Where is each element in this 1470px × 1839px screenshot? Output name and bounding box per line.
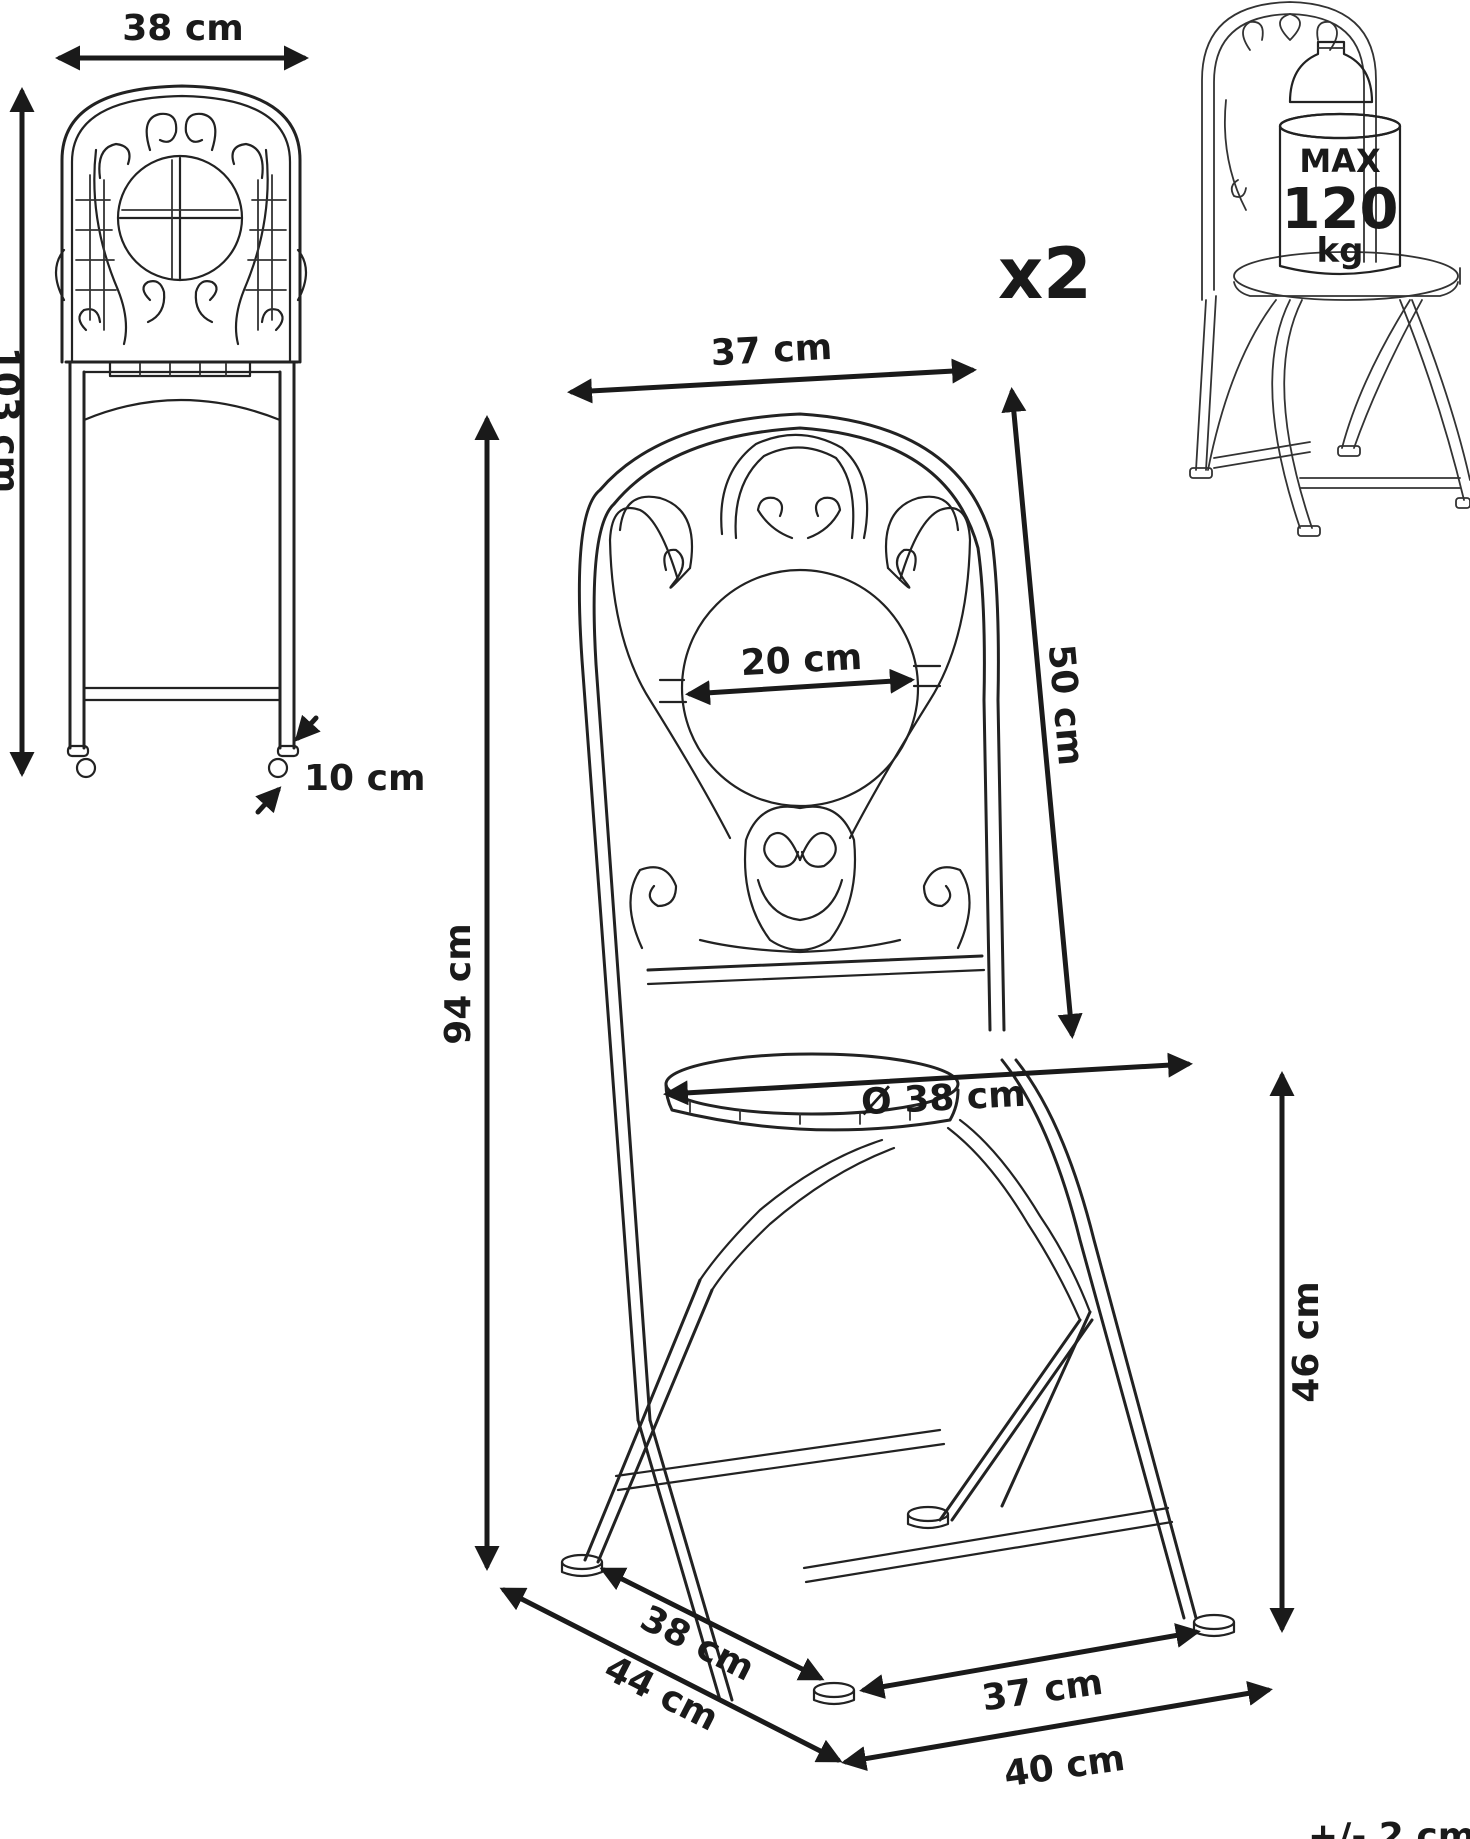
folded-chair-drawing	[54, 84, 308, 779]
base-width-dimension-line	[841, 1681, 1273, 1771]
load-unit-label: kg	[1317, 231, 1364, 271]
seat-diameter-label: Ø 38 cm	[860, 1074, 1027, 1124]
backrest-width-label: 37 cm	[710, 327, 833, 374]
medallion-diameter-label: 20 cm	[740, 637, 863, 684]
tolerance-note: +/- 2 cm	[1308, 1816, 1470, 1839]
backrest-height-dimension-line	[1001, 387, 1083, 1039]
seat-front-width-label: 37 cm	[979, 1662, 1105, 1720]
base-depth-dimension-line	[499, 1587, 843, 1763]
total-height-label: 94 cm	[438, 923, 479, 1044]
seat-height-label: 46 cm	[1286, 1281, 1327, 1402]
load-illustration	[1189, 1, 1470, 537]
seat-diameter-dimension-line	[663, 1052, 1193, 1106]
folded-width-label: 38 cm	[122, 8, 243, 49]
folded-depth-arrow-bottom	[255, 786, 282, 815]
folded-depth-label: 10 cm	[304, 758, 425, 799]
backrest-width-dimension-line	[567, 358, 977, 404]
medallion-diameter-dimension-line	[685, 668, 915, 706]
folded-height-label: 103 cm	[0, 347, 26, 494]
load-max-label: MAX	[1299, 142, 1381, 180]
load-value-label: 120	[1282, 177, 1399, 242]
quantity-multiplier: x2	[998, 233, 1092, 315]
seat-front-width-dimension-line	[859, 1623, 1201, 1699]
weight-icon	[1278, 40, 1402, 276]
folded-depth-arrow-top	[294, 714, 321, 742]
base-width-label: 40 cm	[1001, 1738, 1127, 1796]
main-chair-drawing	[560, 412, 1236, 1706]
